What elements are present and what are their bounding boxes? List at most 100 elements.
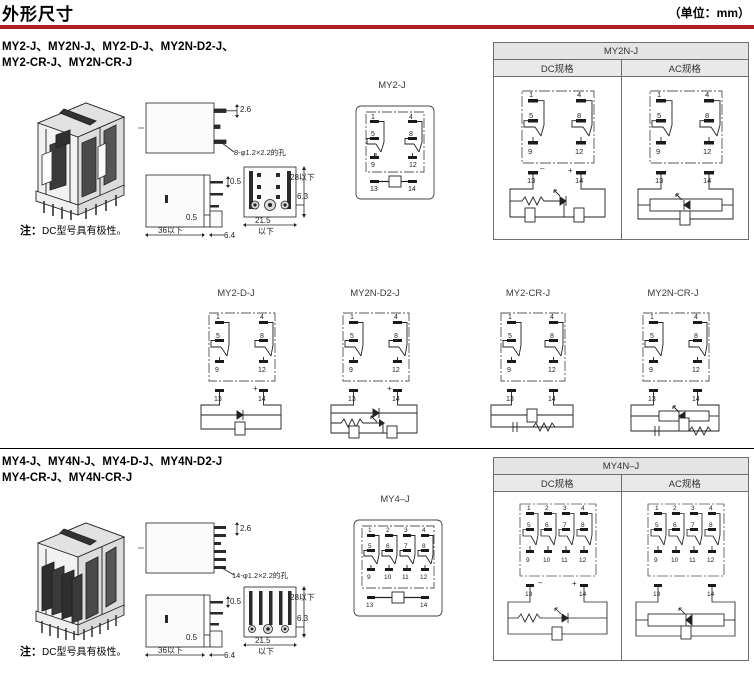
svg-text:8: 8 — [409, 131, 413, 138]
svg-text:3: 3 — [404, 527, 408, 534]
svg-text:0.5: 0.5 — [230, 177, 242, 186]
svg-text:12: 12 — [703, 147, 711, 156]
svg-text:6: 6 — [673, 522, 677, 529]
svg-text:6.4: 6.4 — [224, 231, 236, 240]
svg-text:5: 5 — [368, 543, 372, 550]
svg-text:4: 4 — [709, 505, 713, 512]
svg-text:5: 5 — [527, 522, 531, 529]
svg-text:36以下: 36以下 — [158, 646, 183, 655]
svg-text:28以下: 28以下 — [290, 593, 315, 602]
svg-text:12: 12 — [579, 557, 587, 564]
diagram-label-my2n-d2-j: MY2N-D2-J — [350, 288, 400, 299]
ntable-my4n-col-ac: AC规格 — [668, 479, 701, 490]
ntable-my2n-col-ac: AC规格 — [668, 64, 701, 75]
svg-text:6: 6 — [386, 543, 390, 550]
svg-text:13: 13 — [525, 591, 533, 598]
diagram-label-my2-j: MY2-J — [378, 80, 406, 91]
note-text: DC型号具有极性。 — [42, 226, 127, 237]
svg-text:13: 13 — [655, 176, 663, 185]
svg-text:8: 8 — [550, 333, 554, 340]
svg-text:21.5: 21.5 — [255, 636, 271, 645]
svg-text:6.3: 6.3 — [297, 192, 309, 201]
svg-text:13: 13 — [348, 396, 356, 403]
ntable-my4n-cell-ac: 1 5 9 2 6 10 — [622, 492, 749, 660]
svg-text:36以下: 36以下 — [158, 226, 183, 235]
ntable-my2n-j: MY2N-J DC规格 AC规格 1 5 9 — [493, 42, 749, 240]
circuit-my2n-d2-j: 1 5 9 4 8 12 13 14 + — [325, 305, 425, 440]
section-my2-title-line1: MY2-J、MY2N-J、MY2-D-J、MY2N-D2-J、 — [2, 41, 234, 53]
svg-text:4: 4 — [422, 527, 426, 534]
svg-text:5: 5 — [371, 131, 375, 138]
svg-text:12: 12 — [409, 162, 417, 169]
svg-text:8: 8 — [260, 333, 264, 340]
svg-text:4: 4 — [394, 314, 398, 321]
svg-text:8: 8 — [694, 333, 698, 340]
section-my2-title-line2: MY2-CR-J、MY2N-CR-J — [2, 57, 133, 69]
svg-text:14: 14 — [579, 591, 587, 598]
diagram-label-my4-j: MY4–J — [380, 494, 410, 505]
ntable-my2n-title: MY2N-J — [494, 43, 748, 60]
svg-text:9: 9 — [654, 557, 658, 564]
relay-photo-my4 — [20, 515, 140, 640]
svg-text:0.5: 0.5 — [186, 633, 198, 642]
circuit-my2n-cr-j: 1 5 9 4 8 12 13 14 — [625, 305, 725, 440]
svg-text:–: – — [540, 164, 545, 173]
svg-text:5: 5 — [655, 522, 659, 529]
svg-text:12: 12 — [258, 367, 266, 374]
svg-text:1: 1 — [368, 527, 372, 534]
svg-text:5: 5 — [216, 333, 220, 340]
svg-text:11: 11 — [689, 557, 696, 564]
svg-text:1: 1 — [371, 114, 375, 121]
svg-text:1: 1 — [527, 505, 531, 512]
note-my2: 注：DC型号具有极性。 — [20, 222, 126, 238]
ntable-my4n-col-dc: DC规格 — [494, 475, 622, 491]
svg-text:4: 4 — [577, 90, 581, 99]
svg-text:14: 14 — [392, 396, 400, 403]
svg-text:6.3: 6.3 — [297, 614, 309, 623]
svg-text:–: – — [538, 578, 543, 587]
svg-text:8: 8 — [422, 543, 426, 550]
svg-text:10: 10 — [384, 574, 392, 581]
svg-text:12: 12 — [392, 367, 400, 374]
svg-text:14-φ1.2×2.2的孔: 14-φ1.2×2.2的孔 — [232, 570, 288, 580]
svg-text:8: 8 — [394, 333, 398, 340]
svg-text:以下: 以下 — [258, 647, 274, 656]
svg-text:13: 13 — [653, 591, 661, 598]
svg-text:7: 7 — [404, 543, 408, 550]
svg-text:5: 5 — [508, 333, 512, 340]
ntable-my4n-cell-dc: 1 5 9 2 6 10 — [494, 492, 622, 660]
svg-text:1: 1 — [650, 314, 654, 321]
svg-text:4: 4 — [409, 114, 413, 121]
circuit-my2-d-j: 1 5 9 4 8 12 13 14 + — [195, 305, 287, 440]
section-divider — [0, 448, 754, 449]
svg-text:3: 3 — [691, 505, 695, 512]
svg-text:5: 5 — [529, 111, 533, 120]
note-text: DC型号具有极性。 — [42, 647, 127, 658]
ntable-my2n-cell-dc: 1 5 9 4 8 12 — [494, 77, 622, 239]
section-my4-title-line2: MY4-CR-J、MY4N-CR-J — [2, 472, 133, 484]
svg-text:12: 12 — [707, 557, 715, 564]
svg-text:21.5: 21.5 — [255, 216, 271, 225]
circuit-my2-cr-j: 1 5 9 4 8 12 13 14 — [485, 305, 580, 440]
svg-text:9: 9 — [215, 367, 219, 374]
svg-text:9: 9 — [528, 147, 532, 156]
svg-text:+: + — [572, 579, 577, 588]
svg-text:10: 10 — [671, 557, 679, 564]
svg-text:+: + — [568, 166, 573, 175]
svg-text:13: 13 — [366, 602, 374, 609]
ntable-my2n-cell-ac: 1 5 9 4 8 12 — [622, 77, 749, 239]
diagram-label-my2-cr-j: MY2-CR-J — [505, 288, 551, 299]
svg-text:12: 12 — [548, 367, 556, 374]
svg-text:14: 14 — [408, 186, 416, 193]
svg-text:5: 5 — [657, 111, 661, 120]
svg-text:13: 13 — [527, 176, 535, 185]
svg-text:1: 1 — [508, 314, 512, 321]
svg-text:13: 13 — [214, 396, 222, 403]
svg-text:14: 14 — [575, 176, 583, 185]
drawing-my2-dimensions: 2.6 8-φ1.2×2.2的孔 0.5 0.5 36以下 6.4 — [138, 95, 328, 245]
note-my4: 注：DC型号具有极性。 — [20, 643, 126, 659]
ntable-my2n-col-dc: DC规格 — [494, 60, 622, 76]
svg-text:9: 9 — [649, 367, 653, 374]
svg-text:3: 3 — [563, 505, 567, 512]
svg-text:8: 8 — [581, 522, 585, 529]
